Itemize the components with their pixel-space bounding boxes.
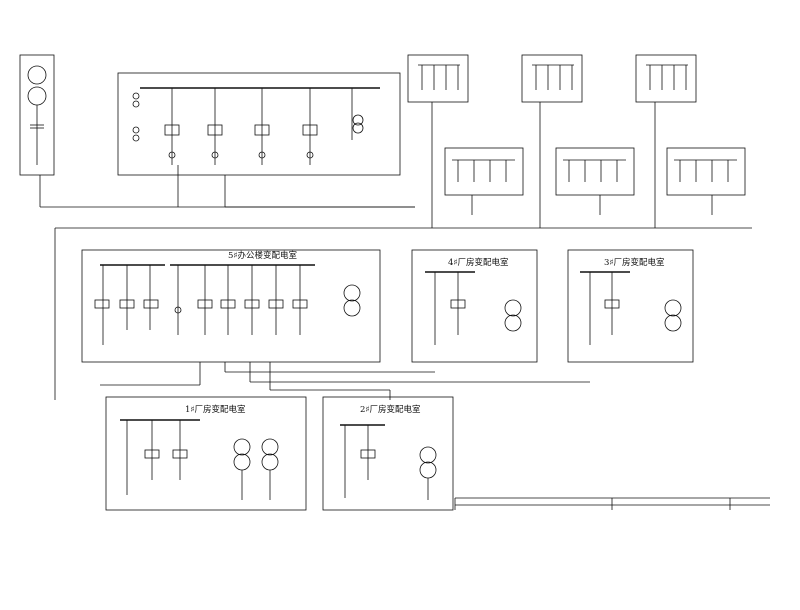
substation-4-title: 4♯厂房变配电室 xyxy=(448,257,509,268)
substation-5-transformer-top xyxy=(343,284,361,302)
substation-1-transformer-a-top xyxy=(233,438,251,456)
rmu-1 xyxy=(407,54,469,103)
substation-5-frame xyxy=(81,249,381,363)
substation-3-transformer-top xyxy=(664,299,682,317)
substation-1-transformer-b-bottom xyxy=(261,453,279,471)
substation-5-title: 5♯办公楼变配电室 xyxy=(228,250,298,261)
rmu-4 xyxy=(444,147,524,196)
substation-3-frame xyxy=(567,249,694,363)
substation-5-transformer-bottom xyxy=(343,299,361,317)
substation-1-transformer-a-bottom xyxy=(233,453,251,471)
hv-room-frame xyxy=(117,72,401,176)
supply-box xyxy=(19,54,55,176)
substation-2-frame xyxy=(322,396,454,511)
substation-4-frame xyxy=(411,249,538,363)
substation-2-transformer-top xyxy=(419,446,437,464)
substation-4-transformer-top xyxy=(504,299,522,317)
substation-3-title: 3♯厂房变配电室 xyxy=(604,257,665,268)
rmu-2 xyxy=(521,54,583,103)
substation-4-transformer-bottom xyxy=(504,314,522,332)
substation-1-title: 1♯厂房变配电室 xyxy=(185,404,246,415)
rmu-6 xyxy=(666,147,746,196)
substation-2-title: 2♯厂房变配电室 xyxy=(360,404,421,415)
supply-block xyxy=(19,54,415,208)
rmu-5 xyxy=(555,147,635,196)
substation-1-frame xyxy=(105,396,307,511)
supply-transformer-bottom xyxy=(27,86,47,106)
substation-3-transformer-bottom xyxy=(664,314,682,332)
substation-5: 5♯办公楼变配电室 xyxy=(81,249,381,363)
title-block xyxy=(454,497,770,510)
substation-1-transformer-b-top xyxy=(261,438,279,456)
substation-2: 2♯厂房变配电室 xyxy=(322,396,454,511)
rmu-3 xyxy=(635,54,697,103)
substation-3: 3♯厂房变配电室 xyxy=(567,249,694,363)
supply-transformer-top xyxy=(27,65,47,85)
substation-4: 4♯厂房变配电室 xyxy=(411,249,538,363)
ring-main-units xyxy=(407,54,752,229)
hv-feeder-bays xyxy=(164,88,364,165)
substation-2-transformer-bottom xyxy=(419,461,437,479)
substation-1: 1♯厂房变配电室 xyxy=(105,396,307,511)
hv-switchgear-room xyxy=(117,72,415,208)
